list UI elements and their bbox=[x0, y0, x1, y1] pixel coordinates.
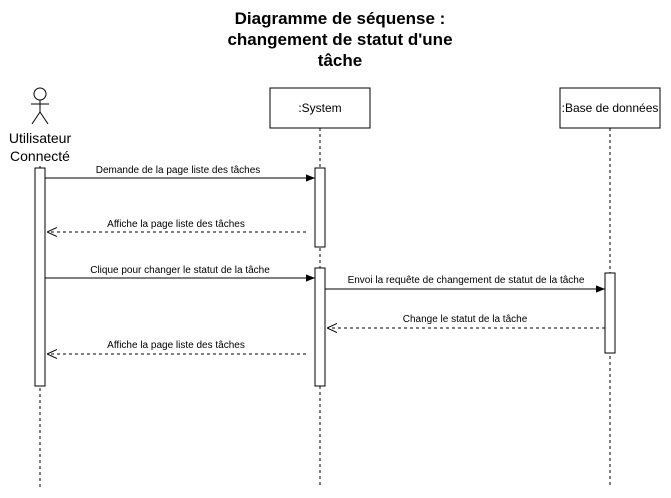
title-line-2: changement de statut d'une bbox=[227, 30, 453, 49]
activation-database bbox=[604, 272, 616, 354]
message-click-change-status: Clique pour changer le statut de la tâch… bbox=[45, 265, 315, 282]
message-label: Clique pour changer le statut de la tâch… bbox=[90, 265, 270, 276]
actor-label-line1: Utilisateur bbox=[9, 130, 72, 146]
message-request-task-list: Demande de la page liste des tâches bbox=[45, 165, 315, 182]
message-label: Demande de la page liste des tâches bbox=[96, 165, 261, 176]
message-label: Affiche la page liste des tâches bbox=[107, 340, 245, 351]
participant-database-label: :Base de données bbox=[562, 101, 659, 115]
actor-stick-figure-icon bbox=[31, 87, 49, 125]
activation-system-1 bbox=[314, 167, 326, 248]
participant-system: :System bbox=[269, 87, 371, 129]
message-status-changed: Change le statut de la tâche bbox=[327, 314, 605, 328]
message-display-task-list-1: Affiche la page liste des tâches bbox=[47, 219, 306, 232]
actor-label-line2: Connecté bbox=[10, 148, 70, 164]
participant-system-label: :System bbox=[298, 101, 341, 115]
diagram-title: Diagramme de séquense : changement de st… bbox=[160, 8, 520, 71]
message-label: Affiche la page liste des tâches bbox=[107, 219, 245, 230]
message-label: Envoi la requête de changement de statut… bbox=[348, 275, 585, 286]
activation-user bbox=[34, 167, 46, 387]
activation-system-2 bbox=[314, 267, 326, 387]
participant-database: :Base de données bbox=[559, 87, 661, 129]
title-line-1: Diagramme de séquense : bbox=[234, 9, 446, 28]
message-send-status-change-request: Envoi la requête de changement de statut… bbox=[325, 275, 605, 293]
message-label: Change le statut de la tâche bbox=[403, 314, 528, 325]
message-display-task-list-2: Affiche la page liste des tâches bbox=[47, 340, 306, 354]
actor-user: Utilisateur Connecté bbox=[9, 87, 72, 164]
title-line-3: tâche bbox=[317, 51, 363, 70]
